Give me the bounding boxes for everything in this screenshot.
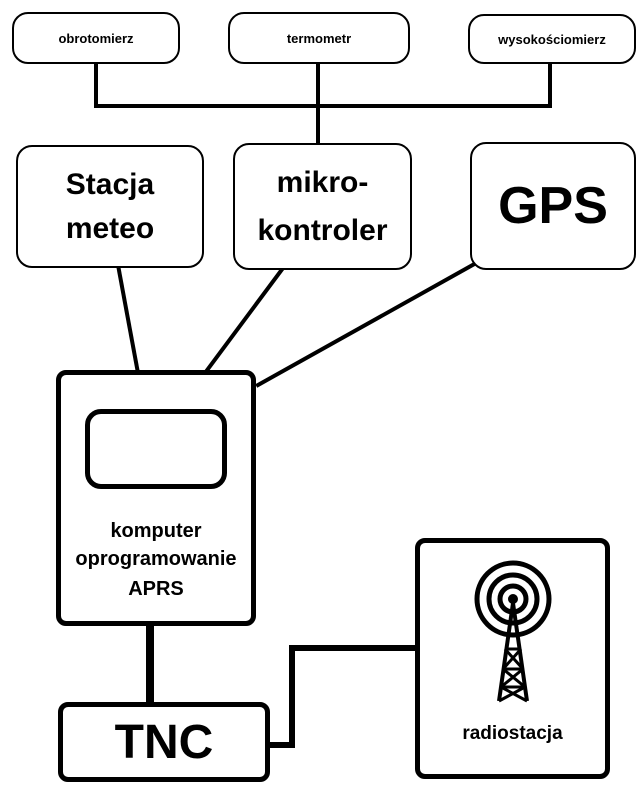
tachometer-box: obrotomierz — [12, 12, 180, 64]
tachometer-label: obrotomierz — [58, 30, 134, 46]
sensor-bus-line — [94, 60, 552, 108]
tnc-label: TNC — [114, 715, 214, 769]
microcontroller-line1: mikro- — [276, 165, 369, 199]
computer-line3: APRS — [128, 578, 184, 600]
thermometer-box: termometr — [228, 12, 410, 64]
weather-station-line1: Stacja — [65, 167, 155, 201]
computer-line2: oprogramowanie — [75, 548, 237, 570]
microcontroller-to-computer-line — [202, 265, 286, 376]
thermometer-label: termometr — [286, 30, 352, 46]
computer-box: komputer oprogramowanie APRS — [56, 370, 256, 626]
microcontroller-box: mikro- kontroler — [233, 143, 412, 270]
radio-station-box: radiostacja — [415, 538, 610, 779]
gps-to-computer-line — [255, 259, 481, 388]
weather-station-box: Stacja meteo — [16, 145, 204, 268]
microcontroller-line2: kontroler — [257, 213, 388, 247]
radio-station-label: radiostacja — [462, 723, 563, 744]
computer-screen — [85, 409, 227, 489]
altimeter-label: wysokościomierz — [498, 31, 606, 47]
tnc-box: TNC — [58, 702, 270, 782]
gps-box: GPS — [470, 142, 636, 270]
gps-label: GPS — [498, 177, 608, 235]
weather-station-line2: meteo — [65, 211, 155, 245]
meteo-to-computer-line — [115, 262, 141, 376]
tnc-to-radio-line — [268, 645, 420, 748]
radio-tower-icon — [474, 560, 551, 703]
altimeter-box: wysokościomierz — [468, 14, 636, 64]
computer-line1: komputer — [110, 520, 202, 542]
